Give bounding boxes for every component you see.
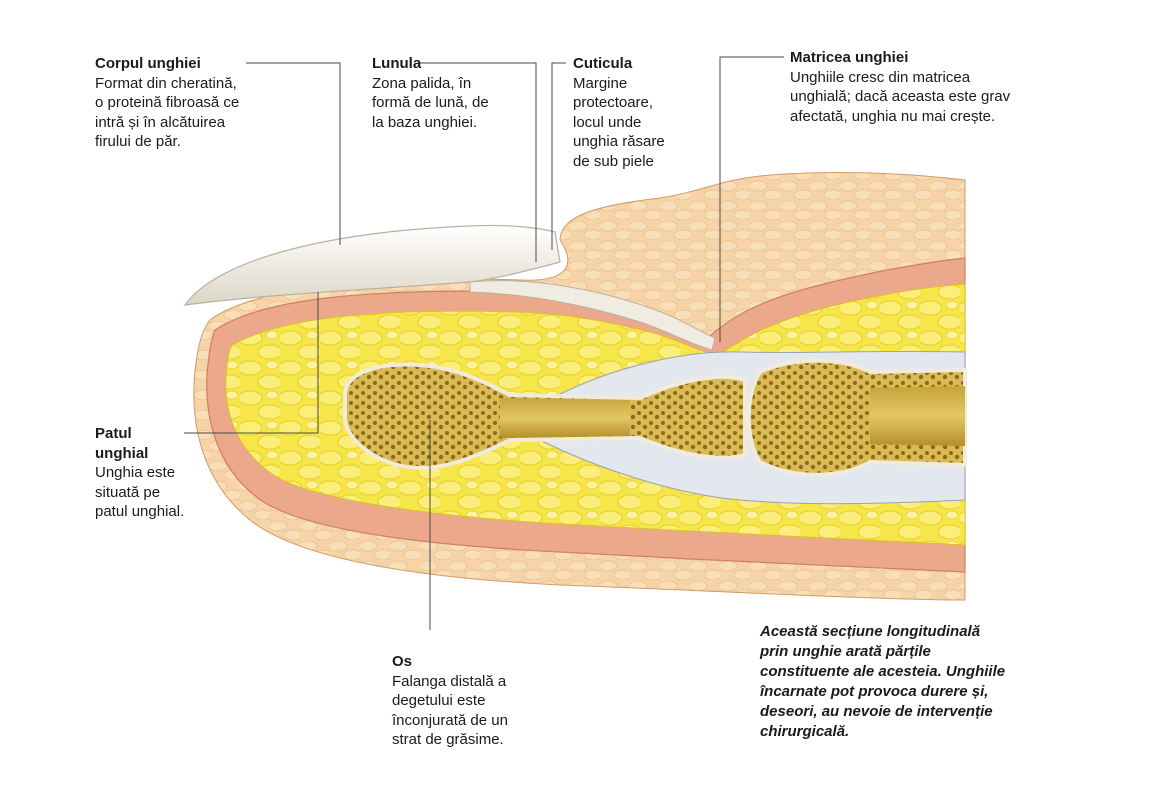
caption-line: prin unghie arată părțile [760, 643, 931, 660]
label-line: protectoare, [573, 94, 654, 111]
label-line: înconjurată de un [392, 711, 508, 729]
label-line: strat de grăsime. [392, 731, 504, 748]
leader-corpul [246, 62, 341, 245]
leader-lines [184, 56, 784, 630]
caption-line: constituente ale acesteia. Unghiile [760, 663, 1006, 680]
label-title: Patul [95, 425, 132, 442]
label-line: de sub piele [573, 152, 654, 170]
label-line: degetului este [392, 692, 486, 709]
label-title: Corpul unghiei [95, 55, 201, 72]
label-line: la baza unghiei. [372, 113, 478, 131]
label-line: patul unghial. [95, 503, 185, 520]
label-line: locul unde [573, 113, 642, 131]
figure-caption: Această secțiune longitudinală prin ungh… [760, 622, 1050, 742]
label-line: unghială; dacă aceasta este grav [790, 88, 1011, 105]
leader-patul [184, 292, 319, 434]
label-corpul-unghiei: Corpul unghiei Format din cheratină, o p… [95, 54, 305, 152]
caption-line: Această secțiune longitudinală [760, 623, 981, 640]
caption-line: încarnate pot provoca durere și, [760, 683, 989, 700]
label-line: Unghiile cresc din matricea [790, 68, 971, 86]
label-line: formă de lună, de [372, 94, 489, 111]
leader-cuticula [551, 62, 566, 250]
label-line: Format din cheratină, [95, 74, 237, 92]
label-line: o proteină fibroasă ce [95, 94, 240, 111]
label-cuticula: Cuticula Margine protectoare, locul unde… [573, 54, 713, 171]
label-title: Cuticula [573, 55, 633, 72]
leader-lunula [420, 62, 537, 262]
nail-plate [183, 224, 561, 306]
label-lunula: Lunula Zona palida, în formă de lună, de… [372, 54, 522, 132]
label-title: unghial [95, 444, 149, 462]
caption-line: chirurgicală. [760, 723, 850, 740]
label-line: situată pe [95, 483, 161, 501]
label-line: afectată, unghia nu mai crește. [790, 107, 996, 125]
caption-line: deseori, au nevoie de intervenție [760, 703, 993, 720]
label-title: Matricea unghiei [790, 49, 909, 66]
label-os: Os Falanga distală a degetului este înco… [392, 652, 562, 750]
bone-shaft [500, 398, 630, 438]
label-patul-unghial: Patul unghial Unghia este situată pe pat… [95, 424, 225, 522]
label-line: firului de păr. [95, 133, 181, 150]
label-line: intră și în alcătuirea [95, 113, 226, 131]
label-title: Lunula [372, 55, 422, 72]
label-matricea-unghiei: Matricea unghiei Unghiile cresc din matr… [790, 48, 1080, 126]
label-title: Os [392, 653, 413, 670]
label-line: Zona palida, în [372, 74, 472, 92]
leader-matricea [719, 56, 784, 342]
nail-root [469, 280, 716, 351]
label-line: Unghia este [95, 464, 176, 481]
label-line: unghia răsare [573, 133, 665, 150]
middle-bone-shaft [870, 386, 965, 446]
label-line: Falanga distală a [392, 672, 507, 690]
label-line: Margine [573, 74, 628, 92]
